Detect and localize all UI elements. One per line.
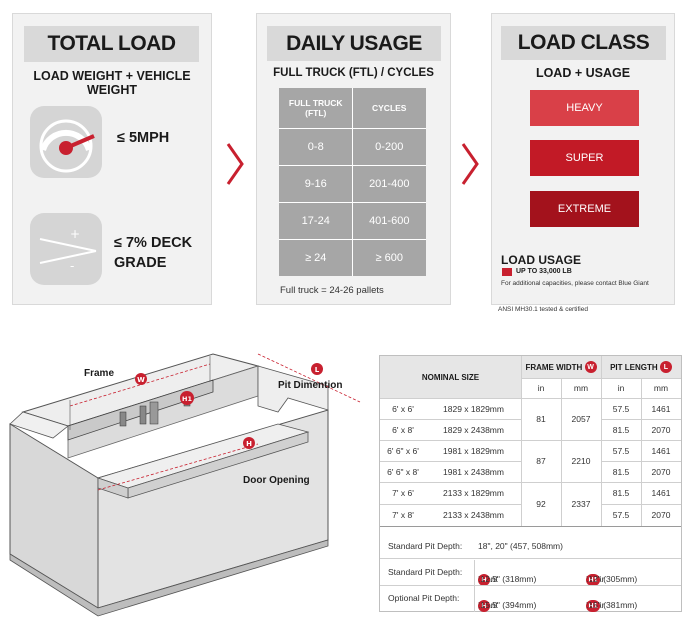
pit-mm-cell: 2070 [651,466,671,477]
deck-grade-icon: + - [30,213,102,285]
class-super: SUPER [530,140,639,176]
nominal-size-header: NOMINAL SIZE [380,356,521,398]
size-mm-cell: 1981 x 1829mm [443,445,504,456]
dock-pit-diagram: W L H H1 [9,353,361,617]
usage-row: 0-8 0-200 [279,129,426,165]
certification-note: ANSI MH30.1 tested & certified [498,306,588,313]
size-cell: 7' x 6' [392,488,414,498]
frame-in-cell: 87 [521,440,561,482]
std-depth-label: Standard Pit Depth: [388,541,463,551]
load-usage-capacity: UP TO 33,000 LB [516,268,572,275]
svg-text:L: L [315,366,320,374]
opt-pit-label: Optional Pit Depth: [388,593,460,603]
size-cell: 6' 6" x 8' [387,466,419,477]
pit-mm-cell: 2070 [651,510,671,520]
size-cell: 7' x 8' [392,510,414,520]
svg-text:H1: H1 [182,395,192,403]
ftl-cell: 17-24 [301,215,330,227]
cycles-cell: 401-600 [369,215,410,227]
deck-grade-label-line2: GRADE [114,255,167,271]
standard-pit-depth-row: Standard Pit Depth: 18", 20" (457, 508mm… [380,534,681,560]
door-opening-label: Door Opening [243,475,310,486]
load-usage-title: LOAD USAGE [501,253,582,267]
frame-mm-cell: 2210 [561,440,601,482]
cycles-cell: ≥ 600 [375,252,403,264]
pit-mm-cell: 1461 [651,445,671,456]
size-cell: 6' x 6' [392,403,414,414]
optional-pit-depth-row: Optional Pit Depth: FrontH:15.5" (394mm)… [388,593,638,612]
speedometer-icon [30,106,102,178]
unit-mm: mm [653,383,669,393]
pit-mm-cell: 1461 [651,403,671,414]
size-mm-cell: 1829 x 2438mm [443,424,504,435]
size-mm-cell: 1829 x 1829mm [443,403,504,414]
pit-mm-cell: 2070 [651,424,671,435]
size-cell: 6' 6" x 6' [387,445,419,456]
pit-in-cell: 81.5 [612,466,630,477]
pit-mm-cell: 1461 [651,488,671,498]
standard-pit-depth-front-rear-row: Standard Pit Depth: FrontH:12.5" (318mm)… [388,567,638,586]
usage-row: 9-16 201-400 [279,166,426,202]
svg-text:-: - [70,259,74,273]
unit-in: in [537,383,545,393]
cycles-cell: 0-200 [375,141,404,153]
usage-table-header: FULL TRUCK(FTL) CYCLES [279,88,426,128]
spec-table: NOMINAL SIZE FRAME WIDTH W PIT LENGTH L … [379,355,682,612]
frame-label: Frame [84,368,115,379]
pit-in-cell: 81.5 [612,424,630,435]
size-mm-cell: 2133 x 2438mm [443,510,504,520]
daily-usage-subtitle: FULL TRUCK (FTL) / CYCLES [273,67,434,79]
daily-usage-title: DAILY USAGE [267,26,441,61]
size-mm-cell: 2133 x 1829mm [443,488,504,498]
frame-mm-cell: 2057 [561,398,601,440]
ftl-cell: 0-8 [307,141,324,153]
pit-in-cell: 57.5 [612,510,630,520]
ftl-cell: 9-16 [304,178,327,190]
pit-dimension-label: Pit Dimention [278,380,343,391]
class-heavy: HEAVY [530,90,639,126]
unit-in: in [617,383,625,393]
size-mm-cell: 1981 x 2438mm [443,466,504,477]
cycles-cell: 201-400 [369,178,410,190]
total-load-title: TOTAL LOAD [24,26,199,62]
ftl-column-header: FULL TRUCK(FTL) [288,98,343,118]
ftl-cell: ≥ 24 [305,252,327,264]
cycles-column-header: CYCLES [372,103,407,113]
pit-in-cell: 57.5 [612,403,630,414]
std-depth-value: 18", 20" (457, 508mm) [478,541,563,551]
frame-mm-cell: 2337 [561,482,601,526]
frame-width-header: FRAME WIDTH W [521,356,601,378]
pit-length-header: PIT LENGTH L [601,356,681,378]
load-usage-note: For additional capacities, please contac… [501,280,649,287]
total-load-subtitle: LOAD WEIGHT + VEHICLE WEIGHT [33,69,191,97]
frame-in-cell: 81 [521,398,561,440]
usage-table: FULL TRUCK(FTL) CYCLES 0-8 0-200 9-16 20… [279,88,426,276]
svg-text:H: H [246,440,252,448]
load-usage-swatch [502,268,512,276]
speed-limit-label: ≤ 5MPH [117,130,170,146]
usage-footnote: Full truck = 24-26 pallets [280,285,384,296]
class-extreme: EXTREME [530,191,639,227]
chevron-right-icon [226,143,244,185]
load-class-title: LOAD CLASS [501,26,666,60]
frame-in-cell: 92 [521,482,561,526]
std-pit-label: Standard Pit Depth: [388,567,463,577]
svg-text:+: + [70,227,80,241]
load-class-subtitle: LOAD + USAGE [535,66,631,80]
unit-mm: mm [573,383,589,393]
pit-in-cell: 57.5 [612,445,630,456]
size-cell: 6' x 8' [392,424,414,435]
usage-row: 17-24 401-600 [279,203,426,239]
chevron-right-icon [461,143,479,185]
usage-row: ≥ 24 ≥ 600 [279,240,426,276]
pit-in-cell: 81.5 [612,488,630,498]
deck-grade-label-line1: ≤ 7% DECK [114,235,193,251]
svg-text:W: W [137,376,145,384]
